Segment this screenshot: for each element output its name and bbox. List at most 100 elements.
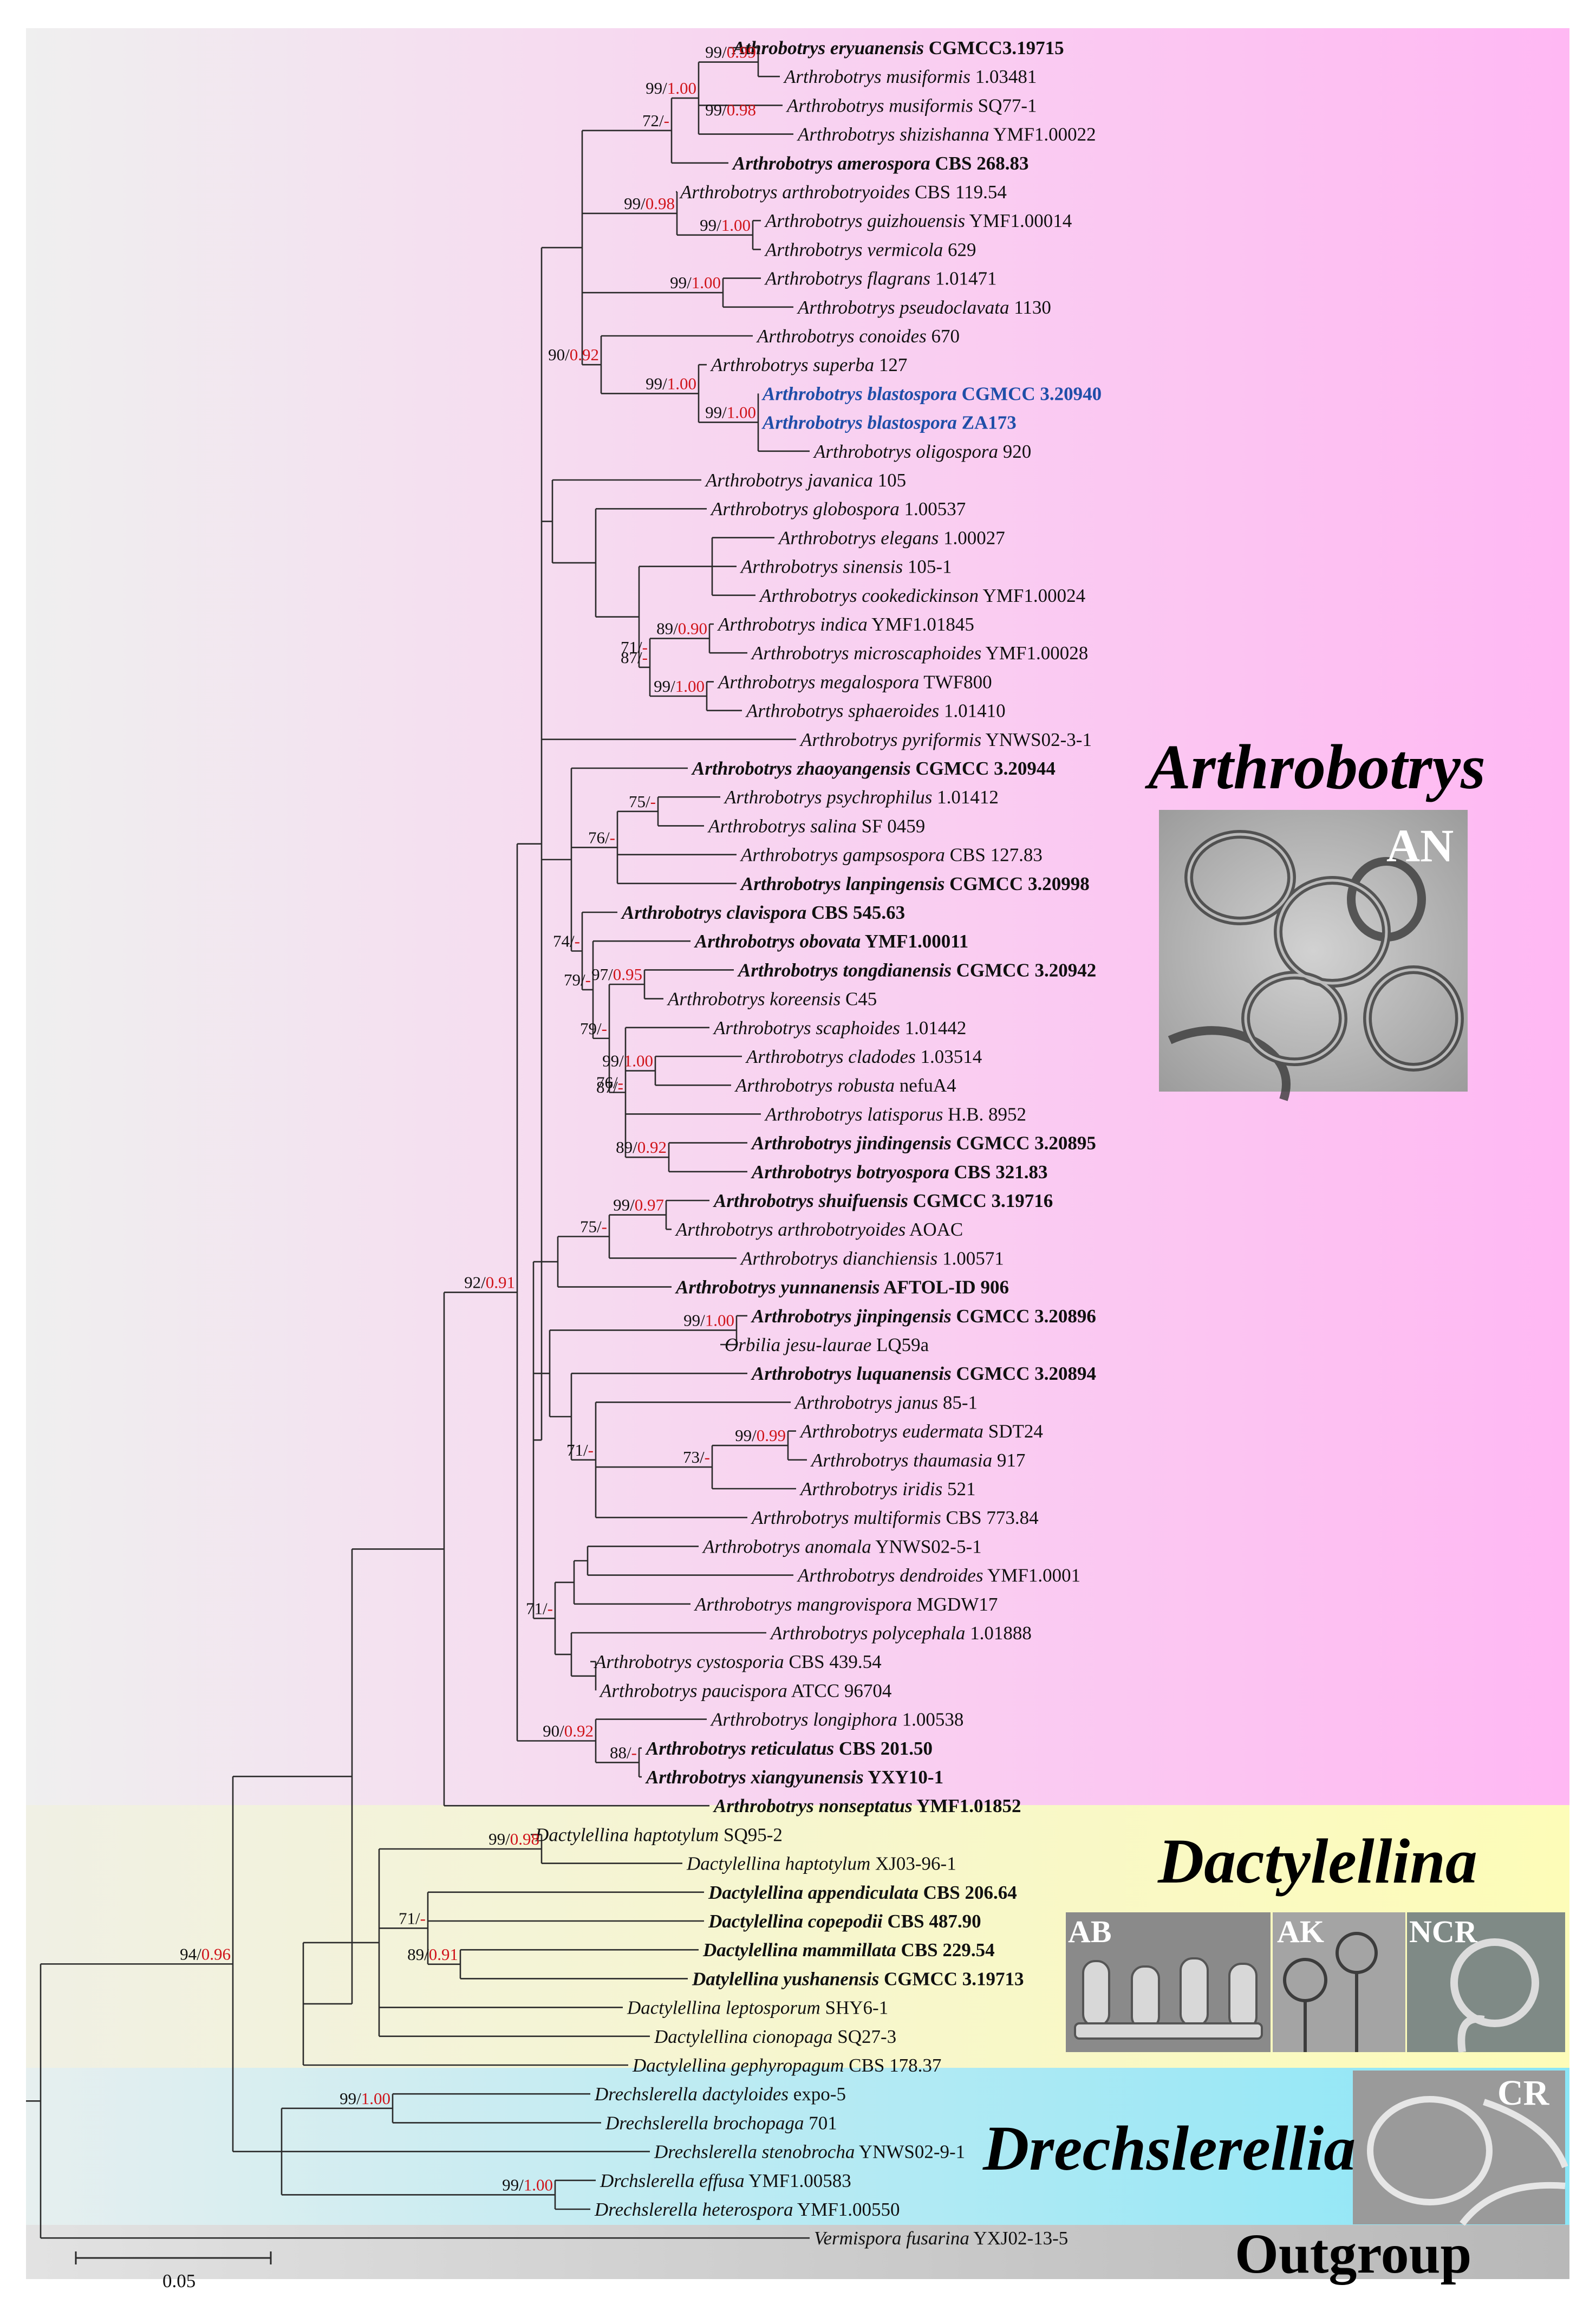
taxon-strain: 917 bbox=[992, 1450, 1025, 1471]
taxon-species: Arthrobotrys sphaeroides bbox=[745, 700, 939, 722]
taxon-strain: CGMCC 3.19716 bbox=[908, 1190, 1053, 1211]
taxon-label: Arthrobotrys obovata YMF1.00011 bbox=[694, 931, 968, 952]
node-support: 99/0.99 bbox=[735, 1426, 786, 1445]
ncr-micrograph: NCR bbox=[1407, 1912, 1565, 2053]
taxon-strain: 105 bbox=[873, 470, 906, 491]
taxon-species: Drechslerella brochopaga bbox=[605, 2112, 804, 2133]
taxon-labels: Athrobotrys eryuanensis CGMCC3.19715Arth… bbox=[535, 37, 1102, 2249]
taxon-species: Arthrobotrys eudermata bbox=[799, 1421, 983, 1442]
drechslerellia-band bbox=[26, 2068, 1569, 2225]
taxon-label: Arthrobotrys tongdianensis CGMCC 3.20942 bbox=[737, 959, 1096, 981]
ml-bootstrap: 99/ bbox=[502, 2175, 524, 2194]
bayesian-pp: - bbox=[631, 1743, 637, 1762]
branch-lines bbox=[26, 47, 810, 2239]
taxon-strain: CBS 178.37 bbox=[844, 2055, 941, 2076]
node-support: 76/- bbox=[588, 828, 615, 847]
taxon-species: Arthrobotrys blastospora bbox=[761, 383, 957, 404]
taxon-species: Arthrobotrys dianchiensis bbox=[740, 1248, 937, 1269]
taxon-label: Arthrobotrys vermicola 629 bbox=[764, 239, 976, 260]
taxon-label: Dactylellina leptosporum SHY6-1 bbox=[627, 1997, 888, 2019]
taxon-strain: 127 bbox=[874, 354, 907, 375]
taxon-strain: 629 bbox=[943, 239, 976, 260]
taxon-label: Arthrobotrys shizishanna YMF1.00022 bbox=[797, 124, 1096, 145]
bayesian-pp: - bbox=[650, 792, 656, 811]
bayesian-pp: - bbox=[588, 1440, 594, 1459]
ml-bootstrap: 99/ bbox=[613, 1196, 635, 1215]
taxon-species: Arthrobotrys flagrans bbox=[764, 268, 930, 289]
taxon-species: Arthrobotrys xiangyunensis bbox=[645, 1767, 864, 1788]
taxon-strain: CGMCC3.19715 bbox=[924, 37, 1064, 59]
ml-bootstrap: 79/ bbox=[564, 970, 585, 989]
taxon-label: Drechslerella heterospora YMF1.00550 bbox=[594, 2199, 900, 2220]
ml-bootstrap: 99/ bbox=[602, 1052, 624, 1070]
taxon-label: Arthrobotrys microscaphoides YMF1.00028 bbox=[751, 642, 1088, 664]
photo-label-ak: AK bbox=[1277, 1914, 1324, 1949]
ml-bootstrap: 99/ bbox=[654, 677, 675, 696]
bayesian-pp: - bbox=[642, 638, 648, 657]
cr-micrograph: CR bbox=[1353, 2071, 1568, 2226]
taxon-label: Arthrobotrys amerospora CBS 268.83 bbox=[732, 153, 1029, 174]
taxon-species: Dactylellina haptotylum bbox=[535, 1824, 719, 1845]
taxon-species: Arthrobotrys pseudoclavata bbox=[797, 297, 1009, 318]
taxon-strain: 1.00571 bbox=[937, 1248, 1004, 1269]
taxon-label: Arthrobotrys sphaeroides 1.01410 bbox=[745, 700, 1006, 722]
taxon-label: Orbilia jesu-laurae LQ59a bbox=[725, 1334, 929, 1355]
bayesian-pp: 1.00 bbox=[705, 1310, 734, 1329]
node-support: 99/1.00 bbox=[340, 2089, 390, 2108]
taxon-species: Arthrobotrys iridis bbox=[799, 1478, 942, 1500]
scale-bar-label: 0.05 bbox=[162, 2270, 196, 2292]
taxon-species: Dactylellina appendiculata bbox=[708, 1882, 918, 1903]
taxon-strain: 1.00027 bbox=[939, 527, 1005, 548]
taxon-label: Arthrobotrys javanica 105 bbox=[705, 470, 906, 491]
taxon-strain: ZA173 bbox=[957, 412, 1017, 433]
clade-label-outgroup: Outgroup bbox=[1235, 2223, 1471, 2285]
bayesian-pp: 0.92 bbox=[570, 345, 599, 364]
ml-bootstrap: 76/ bbox=[588, 828, 610, 847]
taxon-species: Arthrobotrys oligospora bbox=[813, 441, 998, 462]
taxon-label: Arthrobotrys cystosporia CBS 439.54 bbox=[594, 1651, 882, 1672]
ml-bootstrap: 99/ bbox=[646, 79, 667, 98]
taxon-strain: CGMCC 3.20944 bbox=[911, 758, 1056, 779]
taxon-species: Arthrobotrys blastospora bbox=[761, 412, 957, 433]
taxon-species: Arthrobotrys elegans bbox=[778, 527, 939, 548]
taxon-species: Datylellina yushanensis bbox=[692, 1968, 879, 1989]
taxon-strain: MGDW17 bbox=[912, 1594, 998, 1615]
bayesian-pp: - bbox=[618, 1073, 623, 1092]
taxon-species: Arthrobotrys cladodes bbox=[745, 1046, 916, 1067]
taxon-strain: YMF1.01845 bbox=[868, 614, 974, 635]
ml-bootstrap: 89/ bbox=[616, 1138, 637, 1157]
taxon-label: Arthrobotrys clavispora CBS 545.63 bbox=[621, 902, 905, 923]
taxon-species: Arthrobotrys conoides bbox=[756, 326, 927, 347]
taxon-label: Dactylellina cionopaga SQ27-3 bbox=[654, 2026, 896, 2047]
taxon-strain: YNWS02-9-1 bbox=[855, 2141, 965, 2163]
taxon-label: Arthrobotrys guizhouensis YMF1.00014 bbox=[764, 210, 1072, 231]
ml-bootstrap: 99/ bbox=[646, 374, 667, 393]
node-support: 97/0.95 bbox=[591, 965, 642, 984]
taxon-species: Arthrobotrys indica bbox=[717, 614, 868, 635]
tree-branches bbox=[26, 47, 810, 2239]
taxon-strain: SQ77-1 bbox=[973, 95, 1037, 116]
taxon-label: Arthrobotrys mangrovispora MGDW17 bbox=[694, 1594, 998, 1615]
taxon-species: Arthrobotrys zhaoyangensis bbox=[691, 758, 911, 779]
taxon-strain: YMF1.00550 bbox=[793, 2199, 900, 2220]
node-support: 99/1.00 bbox=[700, 216, 751, 235]
taxon-label: Arthrobotrys longiphora 1.00538 bbox=[710, 1709, 963, 1730]
taxon-species: Arthrobotrys scaphoides bbox=[713, 1017, 900, 1039]
taxon-strain: YNWS02-5-1 bbox=[871, 1536, 982, 1557]
bayesian-pp: 1.00 bbox=[624, 1052, 653, 1070]
bayesian-pp: 1.00 bbox=[524, 2175, 553, 2194]
taxon-label: Arthrobotrys scaphoides 1.01442 bbox=[713, 1017, 966, 1039]
ml-bootstrap: 87/ bbox=[621, 648, 642, 667]
taxon-label: Arthrobotrys botryospora CBS 321.83 bbox=[751, 1161, 1048, 1183]
node-support: 75/- bbox=[580, 1217, 607, 1236]
taxon-label: Arthrobotrys musiformis SQ77-1 bbox=[786, 95, 1037, 116]
an-micrograph: AN bbox=[1159, 810, 1468, 1101]
taxon-strain: CBS 201.50 bbox=[834, 1738, 933, 1759]
taxon-strain: XJ03-96-1 bbox=[870, 1853, 956, 1874]
taxon-species: Arthrobotrys tongdianensis bbox=[737, 959, 952, 981]
taxon-species: Dactylellina mammillata bbox=[702, 1939, 896, 1961]
taxon-species: Arthrobotrys jinpingensis bbox=[751, 1306, 952, 1327]
taxon-species: Arthrobotrys guizhouensis bbox=[764, 210, 965, 231]
taxon-label: Arthrobotrys blastospora CGMCC 3.20940 bbox=[761, 383, 1102, 404]
node-support: 99/0.98 bbox=[705, 100, 756, 119]
